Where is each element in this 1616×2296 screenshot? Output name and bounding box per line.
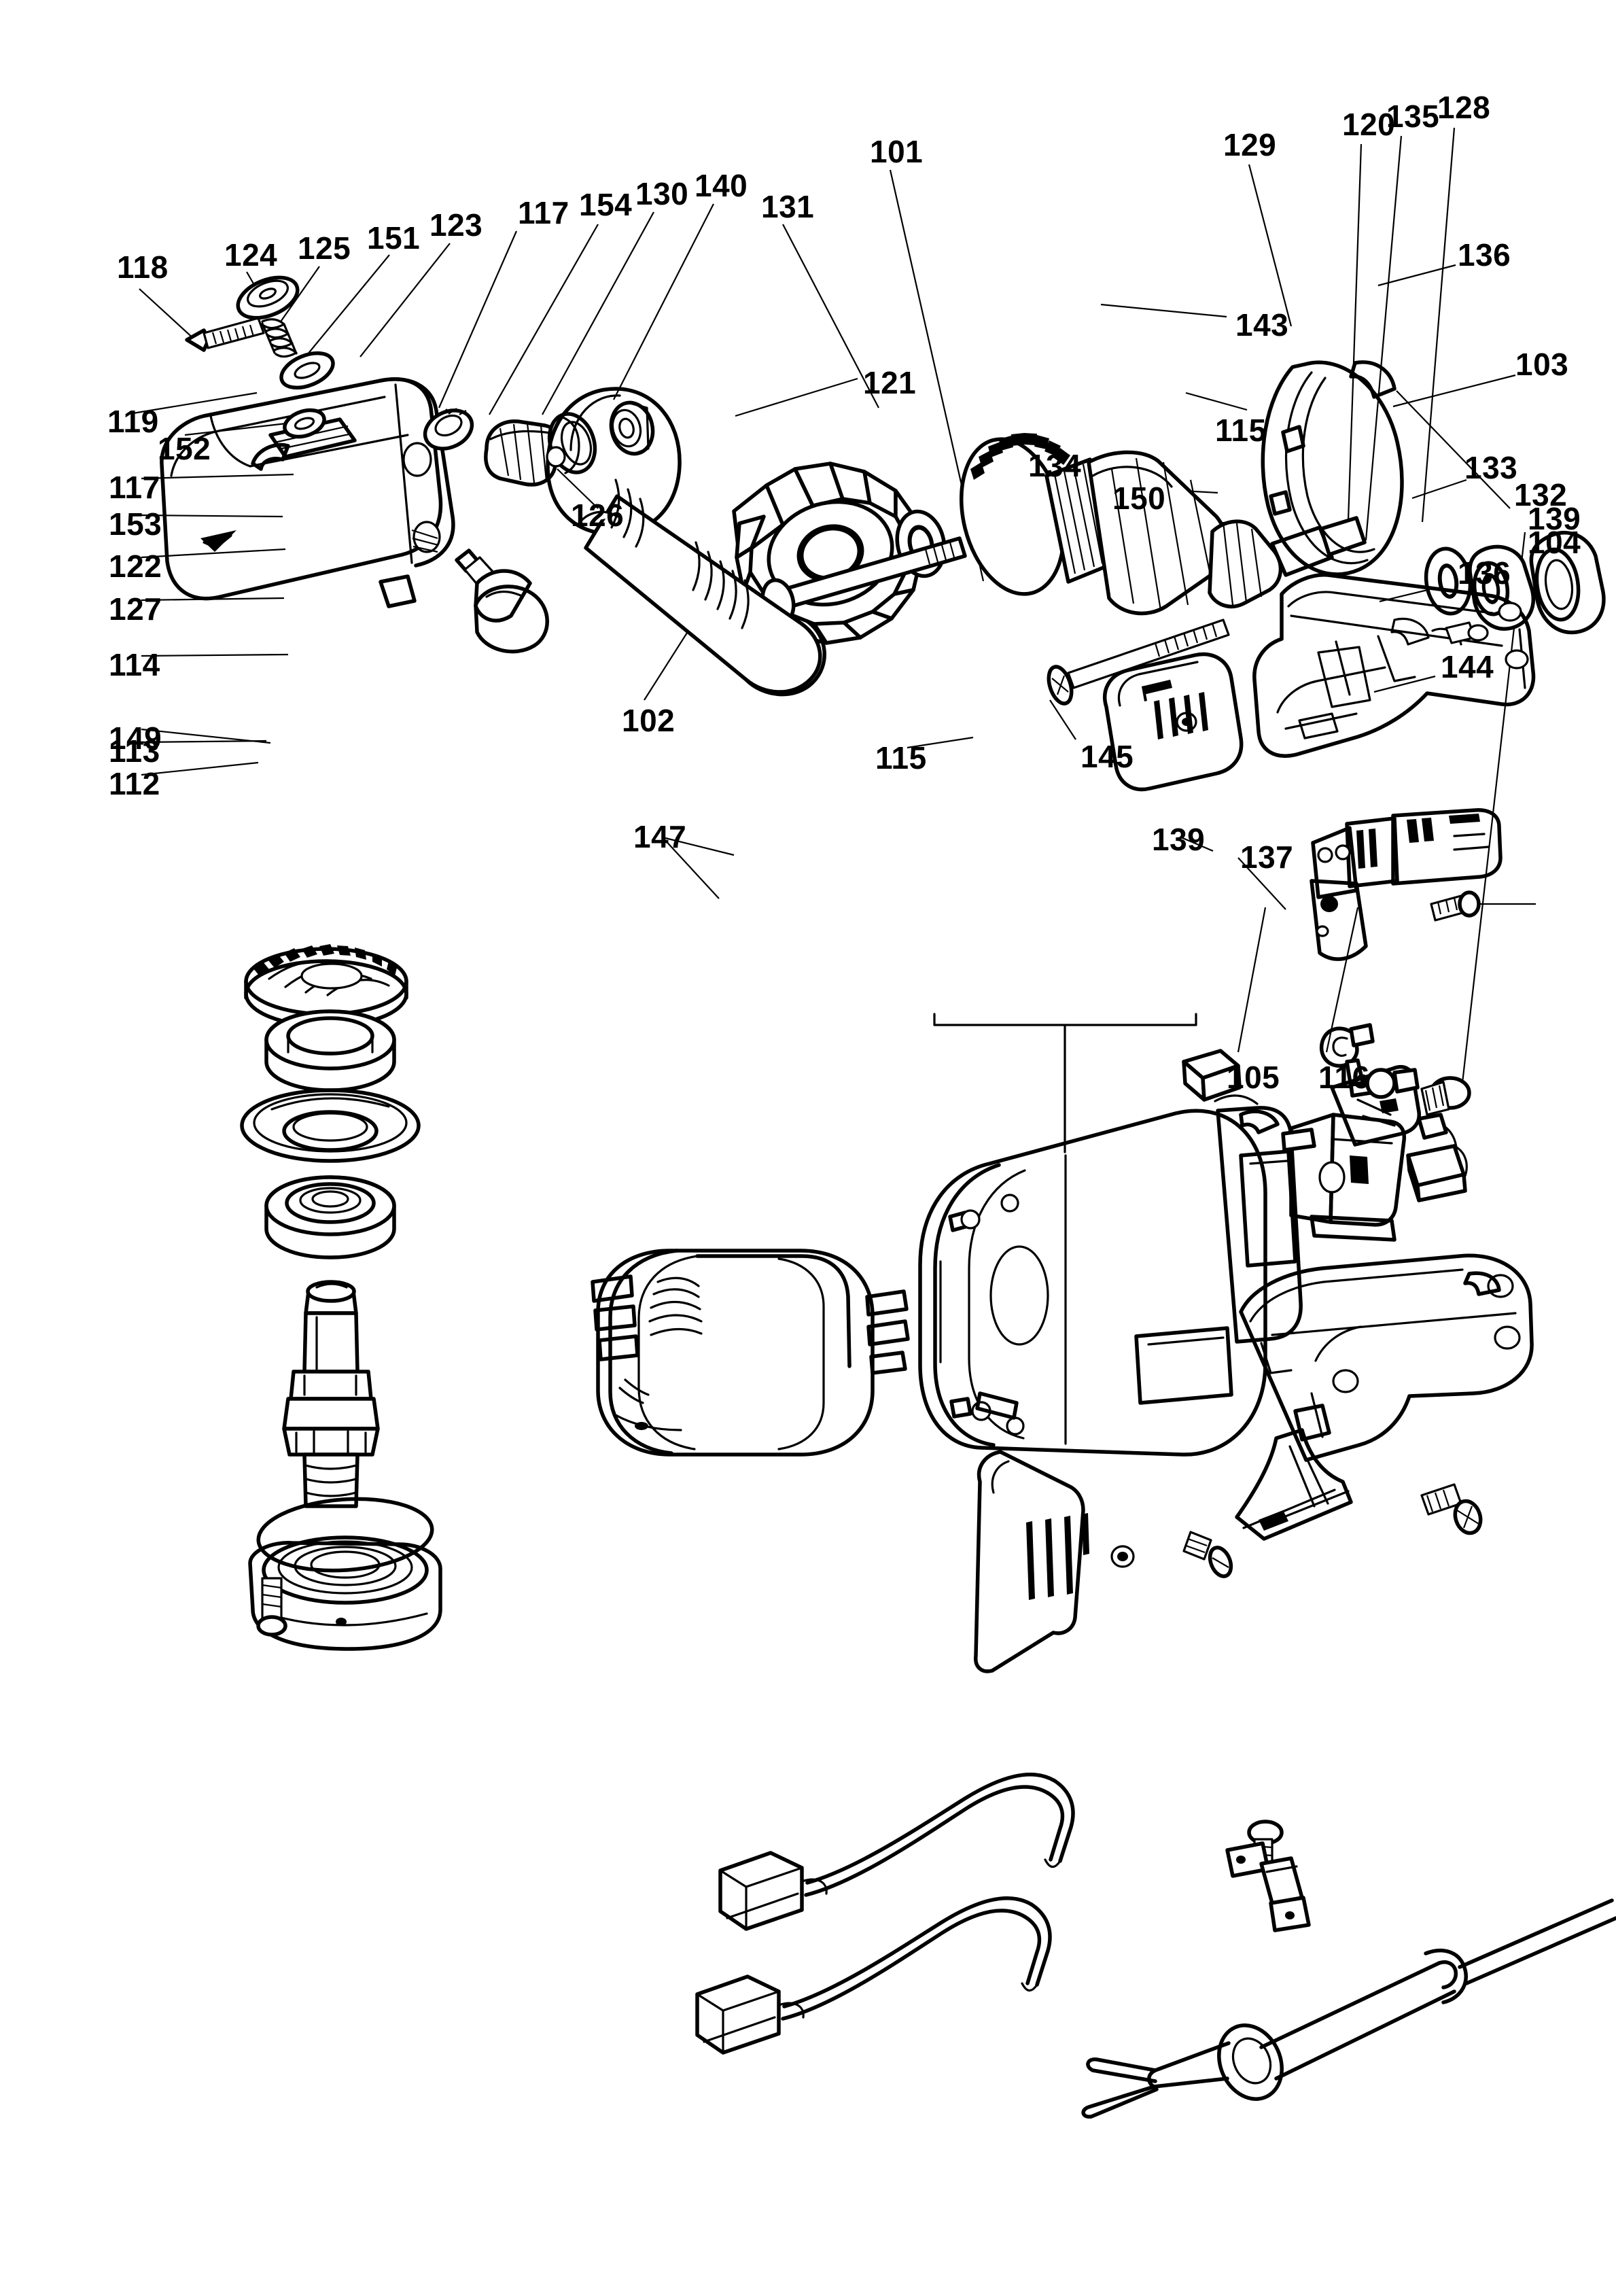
callout-140: 140 xyxy=(695,168,748,203)
callout-143: 143 xyxy=(1235,307,1289,343)
callout-122: 122 xyxy=(109,549,162,584)
part-121-side-handle xyxy=(546,387,826,697)
callout-115-lower: 115 xyxy=(875,740,927,776)
part-153-bearing-retainer xyxy=(264,1009,396,1092)
dimension-bracket-134 xyxy=(933,1013,1197,1153)
callout-139-lower: 139 xyxy=(1152,822,1206,857)
callout-136-upper: 136 xyxy=(1458,237,1511,273)
callout-134: 134 xyxy=(1028,448,1082,483)
callout-121: 121 xyxy=(863,365,917,400)
part-137-cord-clamp xyxy=(1225,1841,1311,1932)
part-140-bearing-sleeve xyxy=(609,400,655,456)
callout-129: 129 xyxy=(1223,127,1277,162)
part-136b-handle-half xyxy=(1235,1253,1534,1541)
callout-128: 128 xyxy=(1437,90,1491,125)
callout-124: 124 xyxy=(224,237,278,273)
part-139a-screw xyxy=(1420,1076,1471,1116)
callout-113: 113 xyxy=(109,733,160,769)
part-136a-handle-half xyxy=(1252,573,1536,758)
part-126-handle-stud xyxy=(455,549,549,654)
part-147-carbon-brushes xyxy=(695,1772,1075,2055)
part-134-motor-housing xyxy=(918,1094,1303,1457)
callout-118: 118 xyxy=(117,249,169,285)
callout-127: 127 xyxy=(109,591,162,627)
callout-137: 137 xyxy=(1240,839,1294,875)
callout-117-top: 117 xyxy=(518,195,569,230)
callout-131: 131 xyxy=(761,189,815,224)
part-103-switch-actuator xyxy=(1310,808,1536,961)
part-115a-cover-plate xyxy=(1103,652,1244,792)
callout-115-upper: 115 xyxy=(1215,413,1267,448)
callout-154: 154 xyxy=(579,187,633,222)
part-102-field-stator xyxy=(591,1249,910,1457)
callout-152: 152 xyxy=(158,431,211,466)
part-118-screw xyxy=(185,317,265,352)
callout-130: 130 xyxy=(635,176,689,211)
part-127-ball-bearing xyxy=(264,1175,396,1259)
callout-145: 145 xyxy=(1081,739,1134,774)
part-151-washer xyxy=(279,351,335,390)
part-132-switch-body xyxy=(1281,1064,1421,1242)
callout-144: 144 xyxy=(1441,649,1494,684)
callout-117-left: 117 xyxy=(109,470,160,505)
callout-125: 125 xyxy=(298,230,351,266)
part-150-capacitor xyxy=(1182,1049,1242,1102)
part-117a-bevel-gear-small xyxy=(423,408,474,451)
callout-114: 114 xyxy=(109,647,160,682)
part-124-lock-button xyxy=(236,275,300,320)
part-115b-cover-plate xyxy=(974,1450,1135,1673)
callout-101: 101 xyxy=(870,134,924,169)
part-144-screw xyxy=(1420,1483,1483,1535)
callout-139-upper: 139 xyxy=(1528,501,1581,536)
callout-147: 147 xyxy=(633,819,687,854)
part-122-seal-washer xyxy=(240,1088,421,1163)
part-113-bearing-cap xyxy=(248,1535,442,1651)
callout-116: 116 xyxy=(1318,1060,1370,1095)
part-125-spring xyxy=(261,318,298,358)
part-143-long-screw xyxy=(1047,619,1230,706)
callout-133: 133 xyxy=(1464,450,1518,485)
callout-136-lower: 136 xyxy=(1458,555,1511,591)
part-152-oring xyxy=(283,408,326,439)
part-128-ball-bearing xyxy=(1529,531,1606,635)
callout-126: 126 xyxy=(571,498,625,533)
callout-150: 150 xyxy=(1112,481,1166,516)
callout-105: 105 xyxy=(1227,1060,1280,1095)
part-149-oring xyxy=(256,1497,434,1573)
callout-135: 135 xyxy=(1386,99,1440,134)
part-105-cord-protector xyxy=(1081,2023,1284,2119)
callout-132: 132 xyxy=(1514,477,1568,512)
leader-lines xyxy=(133,127,1526,1083)
part-145-screw xyxy=(1182,1531,1233,1578)
callout-102: 102 xyxy=(622,703,675,738)
part-116-power-cord xyxy=(1259,1898,1616,2081)
part-114-spindle xyxy=(282,1280,380,1508)
callout-123: 123 xyxy=(429,207,483,243)
part-104-brush-terminal xyxy=(1406,1113,1468,1202)
part-112-screw xyxy=(256,1577,287,1637)
callout-103: 103 xyxy=(1515,347,1569,382)
callout-112: 112 xyxy=(109,766,160,801)
callout-153: 153 xyxy=(109,506,162,542)
part-129-baffle xyxy=(1261,360,1404,576)
callout-149: 149 xyxy=(109,720,162,756)
callout-120: 120 xyxy=(1342,107,1396,142)
callout-151: 151 xyxy=(367,220,421,256)
callout-104: 104 xyxy=(1528,525,1581,560)
callout-119: 119 xyxy=(107,404,159,439)
